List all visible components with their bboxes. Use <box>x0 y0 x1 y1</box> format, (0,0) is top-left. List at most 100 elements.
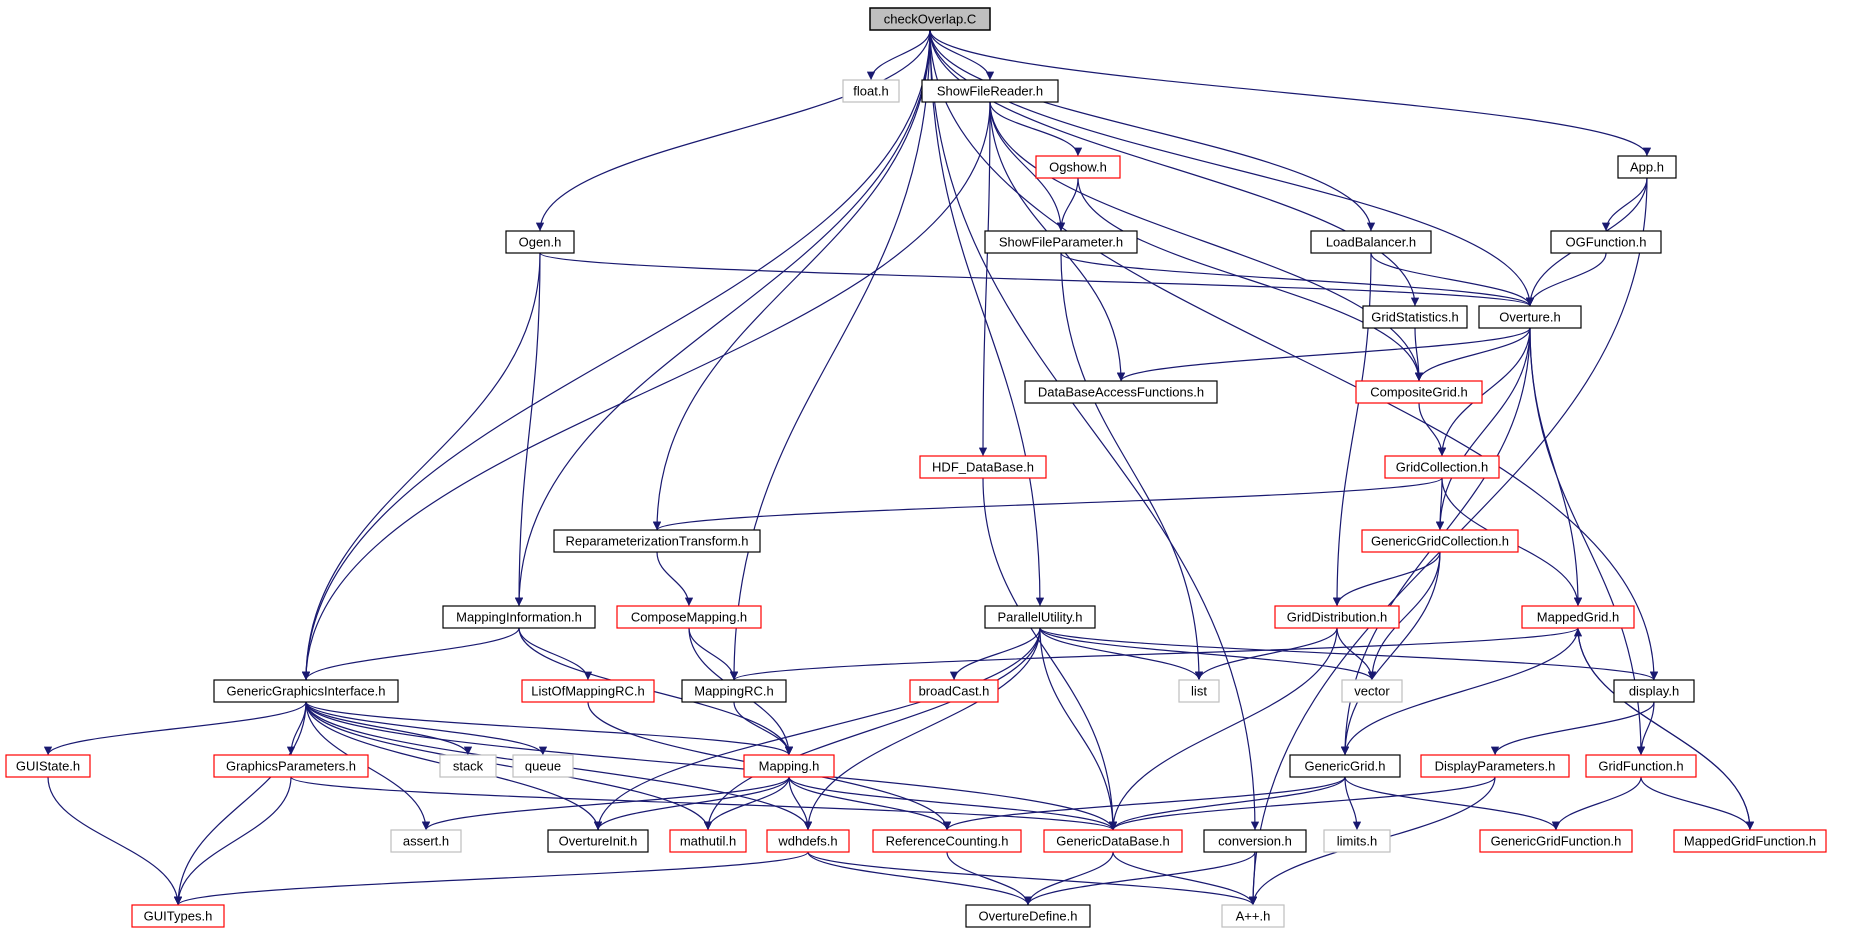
node-label: ReferenceCounting.h <box>886 834 1009 849</box>
node-ogfunction[interactable]: OGFunction.h <box>1550 230 1662 254</box>
edge-check-overlap-to-mapping-rc <box>729 29 931 681</box>
node-data-base-access-functions[interactable]: DataBaseAccessFunctions.h <box>1024 380 1218 404</box>
node-grid-collection[interactable]: GridCollection.h <box>1384 455 1500 479</box>
node-broad-cast[interactable]: broadCast.h <box>909 679 999 703</box>
node-label: mathutil.h <box>680 834 736 849</box>
node-box <box>1384 455 1500 479</box>
node-guitypes[interactable]: GUITypes.h <box>131 904 225 928</box>
edge-check-overlap-to-mapping-information <box>514 29 931 607</box>
node-box <box>1221 904 1285 928</box>
node-parallel-utility[interactable]: ParallelUtility.h <box>984 605 1096 629</box>
node-show-file-reader[interactable]: ShowFileReader.h <box>921 79 1059 103</box>
edge-hdf-data-base-to-generic-data-base <box>982 477 1118 831</box>
edge-mapping-to-reference-counting <box>788 776 952 831</box>
edge-mapping-to-mathutil <box>703 776 790 831</box>
node-float[interactable]: float.h <box>842 79 900 103</box>
node-mapping-information[interactable]: MappingInformation.h <box>442 605 596 629</box>
edge-generic-grid-collection-to-generic-grid <box>1340 551 1441 756</box>
node-generic-grid-function[interactable]: GenericGridFunction.h <box>1479 829 1633 853</box>
node-grid-function[interactable]: GridFunction.h <box>1585 754 1697 778</box>
edge-generic-graphics-interface-to-mathutil <box>305 701 713 831</box>
edge-check-overlap-to-ogen <box>535 29 931 232</box>
node-limits[interactable]: limits.h <box>1323 829 1391 853</box>
node-show-file-parameter[interactable]: ShowFileParameter.h <box>984 230 1138 254</box>
node-box <box>1361 529 1519 553</box>
nodes-layer: checkOverlap.C float.h ShowFileReader.hOgs… <box>5 7 1827 928</box>
node-box <box>131 904 225 928</box>
node-display-parameters[interactable]: DisplayParameters.h <box>1420 754 1570 778</box>
node-mathutil[interactable]: mathutil.h <box>669 829 747 853</box>
node-generic-grid[interactable]: GenericGrid.h <box>1289 754 1401 778</box>
node-box <box>743 754 835 778</box>
node-overture-define[interactable]: OvertureDefine.h <box>965 904 1091 928</box>
node-box <box>1420 754 1570 778</box>
node-box <box>213 679 399 703</box>
node-list-of-mapping-rc[interactable]: ListOfMappingRC.h <box>521 679 655 703</box>
node-ogen[interactable]: Ogen.h <box>505 230 575 254</box>
node-label: A++.h <box>1236 909 1271 924</box>
node-label: CompositeGrid.h <box>1370 385 1468 400</box>
edge-display-to-display-parameters <box>1490 701 1655 756</box>
node-overture-init[interactable]: OvertureInit.h <box>547 829 649 853</box>
node-check-overlap[interactable]: checkOverlap.C <box>869 7 991 31</box>
edge-wdhdefs-to-aplusplus <box>807 851 1258 906</box>
node-mapped-grid-function[interactable]: MappedGridFunction.h <box>1673 829 1827 853</box>
edge-conversion-to-aplusplus <box>1248 851 1258 906</box>
node-wdhdefs[interactable]: wdhdefs.h <box>766 829 850 853</box>
node-label: broadCast.h <box>919 684 990 699</box>
node-composite-grid[interactable]: CompositeGrid.h <box>1355 380 1483 404</box>
node-grid-distribution[interactable]: GridDistribution.h <box>1274 605 1400 629</box>
node-reference-counting[interactable]: ReferenceCounting.h <box>872 829 1022 853</box>
edge-generic-grid-collection-to-vector <box>1367 551 1441 681</box>
node-grid-statistics[interactable]: GridStatistics.h <box>1362 305 1468 329</box>
node-mapping-rc[interactable]: MappingRC.h <box>681 679 787 703</box>
edge-show-file-parameter-to-list <box>1060 252 1204 681</box>
node-mapped-grid[interactable]: MappedGrid.h <box>1521 605 1635 629</box>
edge-parallel-utility-to-list <box>1039 627 1204 681</box>
node-app[interactable]: App.h <box>1617 155 1677 179</box>
node-box <box>681 679 787 703</box>
node-compose-mapping[interactable]: ComposeMapping.h <box>616 605 762 629</box>
edge-generic-data-base-to-aplusplus <box>1112 851 1258 906</box>
node-display[interactable]: display.h <box>1613 679 1695 703</box>
node-list[interactable]: list <box>1178 679 1220 703</box>
node-label: GridDistribution.h <box>1287 610 1387 625</box>
node-graphics-parameters[interactable]: GraphicsParameters.h <box>213 754 369 778</box>
edge-load-balancer-to-overture <box>1370 252 1535 307</box>
node-label: LoadBalancer.h <box>1326 235 1416 250</box>
node-assert[interactable]: assert.h <box>390 829 462 853</box>
node-box <box>1341 679 1403 703</box>
edge-generic-data-base-to-overture-define <box>1023 851 1114 906</box>
node-box <box>1355 380 1483 404</box>
node-vector[interactable]: vector <box>1341 679 1403 703</box>
edge-mapping-information-to-generic-graphics-interface <box>301 627 520 681</box>
node-box <box>1178 679 1220 703</box>
node-conversion[interactable]: conversion.h <box>1203 829 1307 853</box>
node-label: GenericGridCollection.h <box>1371 534 1509 549</box>
node-label: ComposeMapping.h <box>631 610 747 625</box>
node-label: Ogen.h <box>519 235 562 250</box>
edge-generic-graphics-interface-to-mapping <box>305 701 794 756</box>
node-queue[interactable]: queue <box>512 754 574 778</box>
node-reparameterization-transform[interactable]: ReparameterizationTransform.h <box>553 529 761 553</box>
node-mapping[interactable]: Mapping.h <box>743 754 835 778</box>
edge-display-to-grid-function <box>1636 701 1655 756</box>
node-guistate[interactable]: GUIState.h <box>5 754 91 778</box>
node-stack[interactable]: stack <box>439 754 497 778</box>
node-label: wdhdefs.h <box>777 834 837 849</box>
node-hdf-data-base[interactable]: HDF_DataBase.h <box>919 455 1047 479</box>
node-box <box>909 679 999 703</box>
node-ogshow[interactable]: Ogshow.h <box>1035 155 1121 179</box>
edge-grid-statistics-to-composite-grid <box>1414 327 1424 382</box>
node-overture[interactable]: Overture.h <box>1478 305 1582 329</box>
node-box <box>5 754 91 778</box>
edge-generic-graphics-interface-to-generic-data-base <box>305 701 1118 831</box>
node-load-balancer[interactable]: LoadBalancer.h <box>1310 230 1432 254</box>
node-generic-graphics-interface[interactable]: GenericGraphicsInterface.h <box>213 679 399 703</box>
node-aplusplus[interactable]: A++.h <box>1221 904 1285 928</box>
node-label: assert.h <box>403 834 449 849</box>
edge-app-to-ogfunction <box>1601 177 1648 232</box>
node-generic-data-base[interactable]: GenericDataBase.h <box>1043 829 1183 853</box>
node-generic-grid-collection[interactable]: GenericGridCollection.h <box>1361 529 1519 553</box>
node-box <box>1479 829 1633 853</box>
